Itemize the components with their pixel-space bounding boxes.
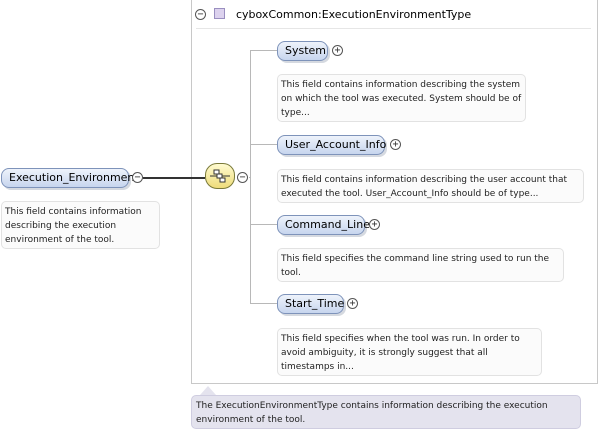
- child-doc-command-line: This field specifies the command line st…: [277, 248, 564, 282]
- child-doc-system: This field contains information describi…: [277, 74, 526, 122]
- complex-type-doc: The ExecutionEnvironmentType contains in…: [191, 395, 581, 429]
- complex-type-name: cyboxCommon:ExecutionEnvironmentType: [236, 8, 472, 21]
- root-element-node[interactable]: Execution_Environment: [1, 168, 139, 188]
- root-collapse-icon[interactable]: −: [132, 172, 143, 183]
- tree-stub: [249, 177, 251, 178]
- tree-branch-command-line: [250, 224, 277, 225]
- root-element-doc-text: This field contains information describi…: [5, 207, 142, 245]
- system-expand-icon[interactable]: +: [332, 45, 343, 56]
- type-collapse-icon[interactable]: −: [195, 9, 206, 20]
- command-line-expand-icon[interactable]: +: [369, 219, 380, 230]
- child-doc-text: This field contains information describi…: [281, 80, 522, 118]
- child-element-label: User_Account_Info: [285, 138, 387, 151]
- child-element-start-time[interactable]: Start_Time: [277, 294, 344, 314]
- sequence-glyph-icon: [210, 169, 230, 183]
- root-connector-line: [143, 177, 205, 179]
- child-doc-text: This field specifies the command line st…: [281, 254, 550, 278]
- tree-branch-start-time: [250, 303, 277, 304]
- child-element-system[interactable]: System: [277, 41, 328, 61]
- complex-type-doc-text: The ExecutionEnvironmentType contains in…: [196, 401, 548, 425]
- user-account-info-expand-icon[interactable]: +: [390, 139, 401, 150]
- child-element-command-line[interactable]: Command_Line: [277, 215, 370, 235]
- start-time-expand-icon[interactable]: +: [347, 298, 358, 309]
- complex-type-icon: [214, 8, 225, 19]
- sequence-collapse-icon[interactable]: −: [237, 172, 248, 183]
- child-element-label: Command_Line: [285, 218, 370, 231]
- child-element-user-account-info[interactable]: User_Account_Info: [277, 135, 387, 155]
- child-doc-user-account-info: This field contains information describi…: [277, 169, 584, 203]
- type-header-divider: [196, 28, 591, 29]
- child-element-label: Start_Time: [285, 297, 345, 310]
- child-doc-start-time: This field specifies when the tool was r…: [277, 328, 542, 376]
- child-doc-text: This field specifies when the tool was r…: [281, 334, 520, 372]
- tree-branch-system: [250, 50, 277, 51]
- type-doc-pointer: [200, 386, 216, 395]
- child-doc-text: This field contains information describi…: [281, 175, 567, 199]
- child-element-label: System: [285, 44, 327, 57]
- tree-branch-user-account: [250, 144, 277, 145]
- root-element-doc: This field contains information describi…: [1, 201, 160, 249]
- sequence-compositor-icon[interactable]: [205, 163, 235, 189]
- root-element-label: Execution_Environment: [9, 171, 139, 184]
